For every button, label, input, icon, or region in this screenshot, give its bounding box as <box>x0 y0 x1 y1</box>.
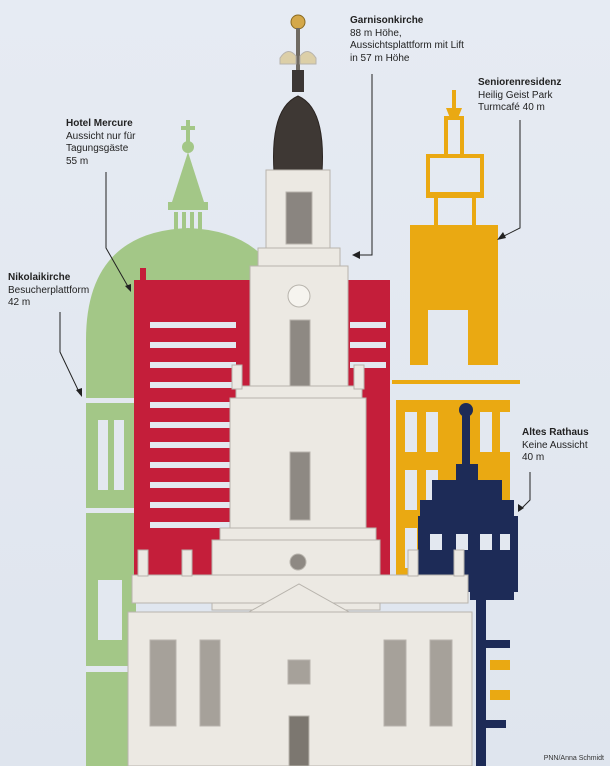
label-altes-rathaus: Altes Rathaus Keine Aussicht 40 m <box>522 427 589 465</box>
label-line: Turmcafé 40 m <box>478 102 545 113</box>
label-line: Besucherplattform <box>8 284 90 296</box>
label-hotel-mercure: Hotel Mercure Aussicht nur für Tagungsgä… <box>66 118 135 168</box>
pointer-arrowheads <box>76 232 524 512</box>
label-nikolaikirche: Nikolaikirche Besucherplattform 42 m <box>8 272 89 310</box>
label-title: Nikolaikirche <box>8 272 71 283</box>
label-line: 40 m <box>522 452 545 463</box>
label-seniorenresidenz: Seniorenresidenz Heilig Geist Park Turmc… <box>478 77 561 115</box>
image-credit: PNN/Anna Schmidt <box>543 755 604 762</box>
label-title: Seniorenresidenz <box>478 77 562 88</box>
label-garnisonkirche: Garnisonkirche 88 m Höhe, Aussichtsplatt… <box>350 15 464 65</box>
label-title: Garnisonkirche <box>350 15 424 26</box>
label-line: 42 m <box>8 297 31 308</box>
label-line: Aussichtsplattform mit Lift <box>350 40 464 51</box>
label-line: 88 m Höhe, <box>350 27 402 39</box>
label-line: Heilig Geist Park <box>478 89 553 101</box>
garnisonkirche-tower <box>127 14 473 766</box>
label-line: 55 m <box>66 155 89 167</box>
label-line: in 57 m Höhe <box>350 52 410 64</box>
label-line: Keine Aussicht <box>522 439 588 451</box>
label-line: Tagungsgäste <box>66 143 129 154</box>
label-line: Aussicht nur für <box>66 130 136 142</box>
label-title: Altes Rathaus <box>522 427 589 438</box>
label-title: Hotel Mercure <box>66 118 133 129</box>
pointer-lines <box>59 74 531 511</box>
nikolaikirche-openings <box>86 398 136 672</box>
